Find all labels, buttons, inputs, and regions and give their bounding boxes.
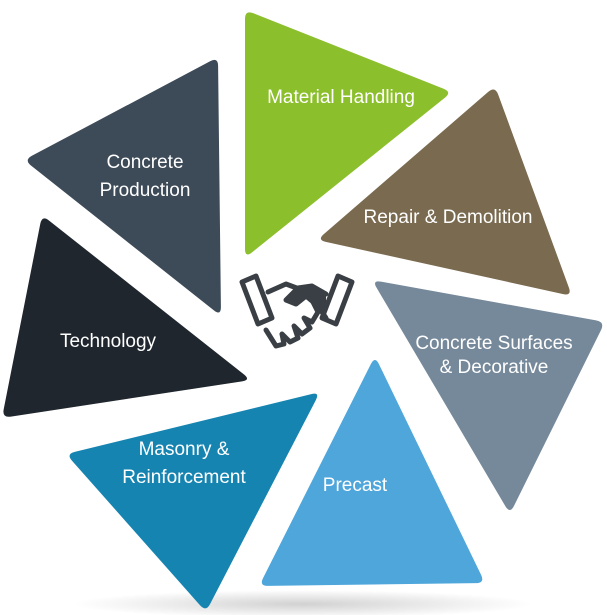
- segment-precast-label-line: Precast: [323, 475, 388, 496]
- segment-concrete-surfaces-decorative-shape: [375, 281, 603, 511]
- segment-precast: Precast: [261, 360, 483, 586]
- segment-concrete-production-label-line: Concrete: [106, 152, 183, 173]
- segment-masonry-reinforcement-label-line: Masonry &: [139, 439, 230, 460]
- floor-shadow: [73, 590, 533, 615]
- segment-material-handling-label-line: Material Handling: [267, 87, 415, 108]
- segment-masonry-reinforcement: Masonry & Reinforcement: [69, 393, 318, 609]
- segment-material-handling-shape: [245, 12, 449, 255]
- segment-precast-shape: [261, 360, 483, 586]
- segment-concrete-production-shape: [27, 59, 221, 313]
- segment-concrete-surfaces-decorative: Concrete Surfaces & Decorative: [375, 281, 603, 511]
- segment-repair-demolition-label-line: Repair & Demolition: [364, 207, 533, 228]
- segment-concrete-production-label-line: Production: [100, 180, 191, 201]
- segment-technology: Technology: [3, 218, 248, 417]
- right-hand: [283, 283, 329, 321]
- segment-masonry-reinforcement-shape: [69, 393, 318, 609]
- segment-repair-demolition-shape: [320, 89, 570, 295]
- segment-concrete-surfaces-decorative-label-line: Concrete Surfaces: [415, 333, 572, 354]
- segment-masonry-reinforcement-label-line: Reinforcement: [122, 467, 246, 488]
- segment-material-handling: Material Handling: [245, 12, 449, 255]
- handshake-icon: [239, 273, 355, 349]
- segment-technology-label-line: Technology: [60, 331, 157, 352]
- segment-technology-shape: [3, 218, 248, 417]
- left-cuff: [239, 273, 275, 327]
- right-cuff: [319, 273, 355, 327]
- segment-repair-demolition: Repair & Demolition: [320, 89, 570, 295]
- segment-concrete-surfaces-decorative-label-line: & Decorative: [440, 357, 549, 378]
